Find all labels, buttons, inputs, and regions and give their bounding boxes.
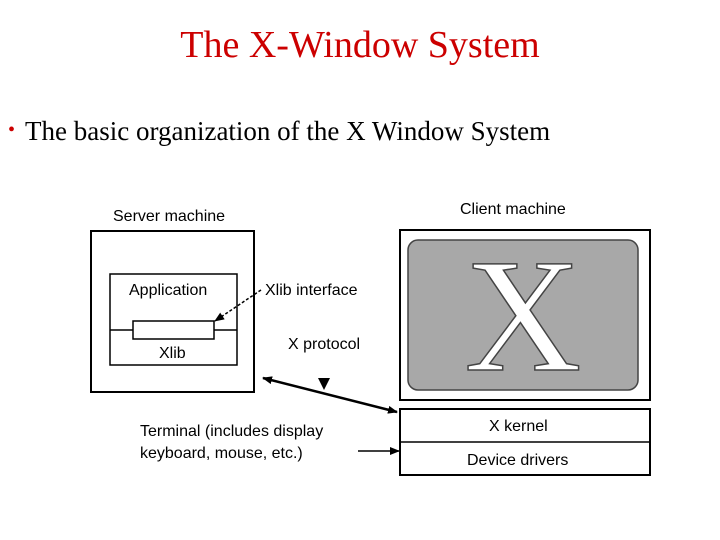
x-kernel-label: X kernel [489,418,548,435]
x-protocol-pointer [318,378,330,390]
terminal-label-line-2: keyboard, mouse, etc.) [140,445,303,462]
xlib-interface-bar [132,320,215,340]
slide-title: The X-Window System [180,24,540,66]
device-drivers-label: Device drivers [467,452,568,469]
x-logo: X [465,227,582,406]
application-label: Application [129,282,207,299]
bullet-text: The basic organization of the X Window S… [25,116,551,146]
client-machine-label: Client machine [460,201,566,218]
xlib-interface-label: Xlib interface [265,282,358,299]
client-screen [407,239,639,391]
bullet-dot: • [8,119,16,141]
xlib-interface-arrow [214,289,262,322]
server-machine-label: Server machine [113,208,225,225]
x-protocol-arrow [262,376,398,414]
x-protocol-label: X protocol [288,336,360,353]
xlib-label: Xlib [159,345,186,362]
bullet-item: • The basic organization of the X Window … [8,112,550,149]
terminal-label-line-1: Terminal (includes display [140,423,323,440]
